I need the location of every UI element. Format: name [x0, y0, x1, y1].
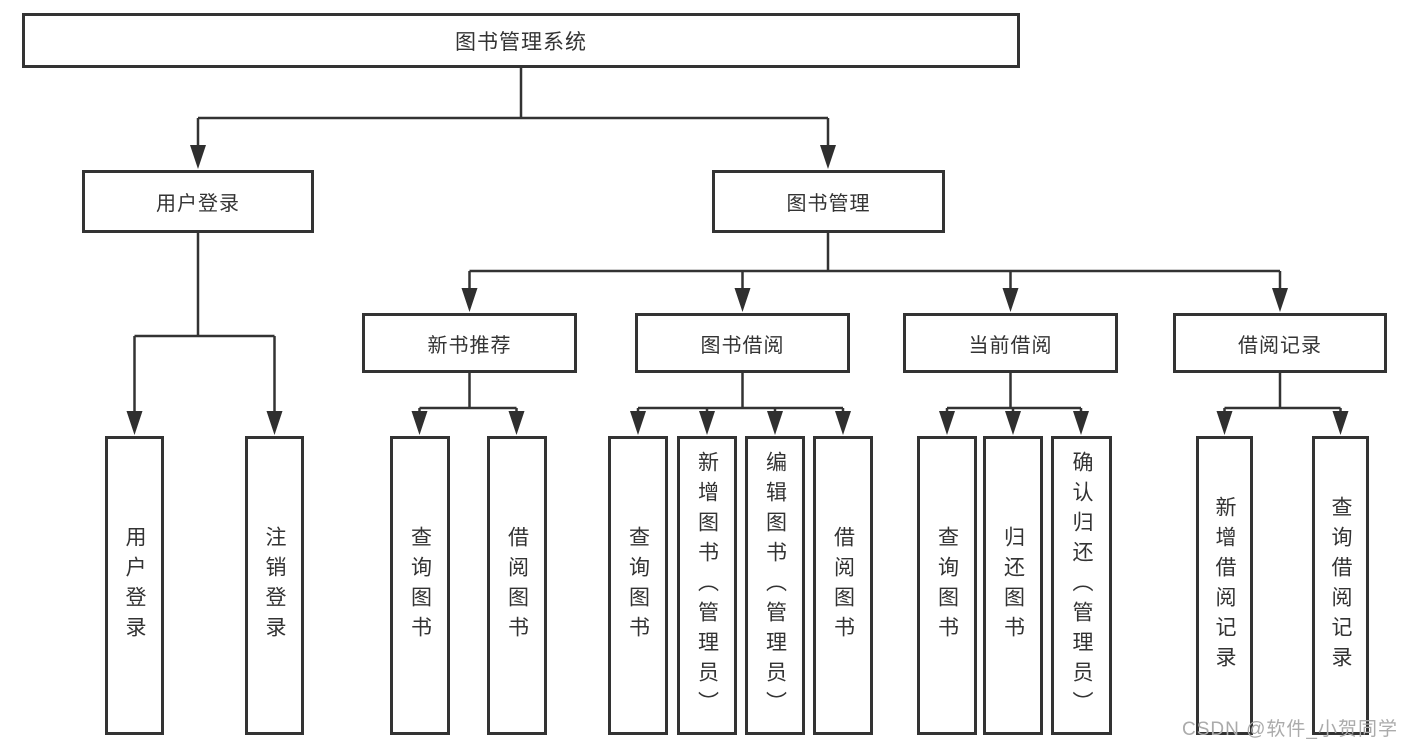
leaf-bb-query-books-label: 查询图书: [626, 525, 650, 646]
leaf-nbr-query-books: 查询图书: [390, 436, 450, 735]
arrowheads: [126, 145, 1349, 435]
leaf-nbr-borrow-books-label: 借阅图书: [505, 525, 529, 646]
leaf-cb-return-books: 归还图书: [983, 436, 1043, 735]
leaf-bb-edit-books-admin-label: 编辑图书（管理员）: [763, 450, 787, 721]
node-borrow-records-label: 借阅记录: [1238, 334, 1322, 357]
leaf-logout: 注销登录: [245, 436, 304, 735]
leaf-br-add-record: 新增借阅记录: [1196, 436, 1253, 735]
leaf-bb-borrow-books-label: 借阅图书: [831, 525, 855, 646]
leaf-cb-query-books: 查询图书: [917, 436, 977, 735]
leaf-bb-edit-books-admin: 编辑图书（管理员）: [745, 436, 805, 735]
leaf-cb-confirm-return-admin: 确认归还（管理员）: [1051, 436, 1112, 735]
leaf-logout-label: 注销登录: [263, 525, 286, 646]
node-current-borrow: 当前借阅: [903, 313, 1118, 373]
leaf-br-query-record: 查询借阅记录: [1312, 436, 1369, 735]
node-current-borrow-label: 当前借阅: [968, 334, 1053, 357]
leaf-bb-borrow-books: 借阅图书: [813, 436, 873, 735]
node-book-borrow-label: 图书借阅: [700, 334, 785, 357]
leaf-br-query-record-label: 查询借阅记录: [1329, 495, 1352, 676]
leaf-nbr-borrow-books: 借阅图书: [487, 436, 547, 735]
node-book-management: 图书管理: [712, 170, 945, 233]
leaf-bb-add-books-admin-label: 新增图书（管理员）: [695, 450, 719, 721]
leaf-br-add-record-label: 新增借阅记录: [1213, 495, 1236, 676]
leaf-cb-confirm-return-admin-label: 确认归还（管理员）: [1070, 450, 1093, 721]
node-new-book-recommend: 新书推荐: [362, 313, 577, 373]
leaf-bb-add-books-admin: 新增图书（管理员）: [677, 436, 737, 735]
leaf-cb-query-books-label: 查询图书: [935, 525, 959, 646]
node-borrow-records: 借阅记录: [1173, 313, 1387, 373]
leaf-user-login: 用户登录: [105, 436, 164, 735]
leaf-cb-return-books-label: 归还图书: [1001, 525, 1025, 646]
watermark-csdn: CSDN @软件_小贺同学: [1182, 719, 1398, 740]
node-root-label: 图书管理系统: [455, 30, 587, 54]
leaf-bb-query-books: 查询图书: [608, 436, 668, 735]
leaf-nbr-query-books-label: 查询图书: [408, 525, 432, 646]
leaf-user-login-label: 用户登录: [123, 525, 146, 646]
node-book-management-label: 图书管理: [786, 193, 871, 215]
node-book-borrow: 图书借阅: [635, 313, 850, 373]
node-user-login: 用户登录: [82, 170, 314, 233]
node-new-book-recommend-label: 新书推荐: [427, 334, 512, 357]
node-user-login-label: 用户登录: [156, 193, 240, 215]
node-root: 图书管理系统: [22, 13, 1020, 68]
